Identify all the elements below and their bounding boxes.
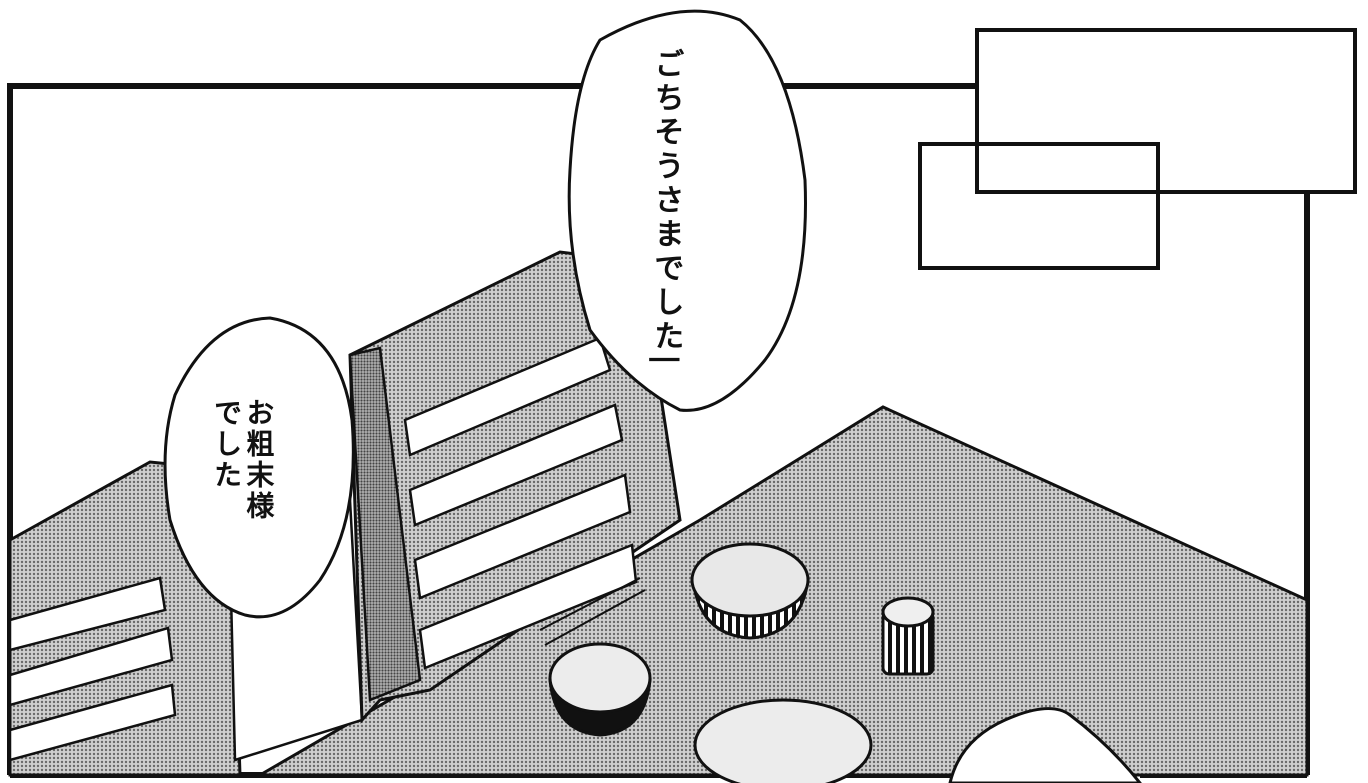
chopsticks [539, 577, 646, 646]
plate [693, 698, 873, 783]
chair-right [348, 250, 682, 724]
speech-bubble-2 [163, 316, 355, 619]
teacup [881, 596, 935, 676]
speech-bubble-2-text: お粗末様 でした [210, 398, 276, 522]
person-shoulder [948, 707, 1142, 783]
narration-boxes [918, 28, 1357, 270]
speech-bubble-1 [567, 9, 807, 412]
rice-bowl [690, 542, 810, 640]
speech-bubble-1-text: ごちそうさまでした| [648, 48, 684, 369]
soup-bowl [548, 642, 652, 737]
